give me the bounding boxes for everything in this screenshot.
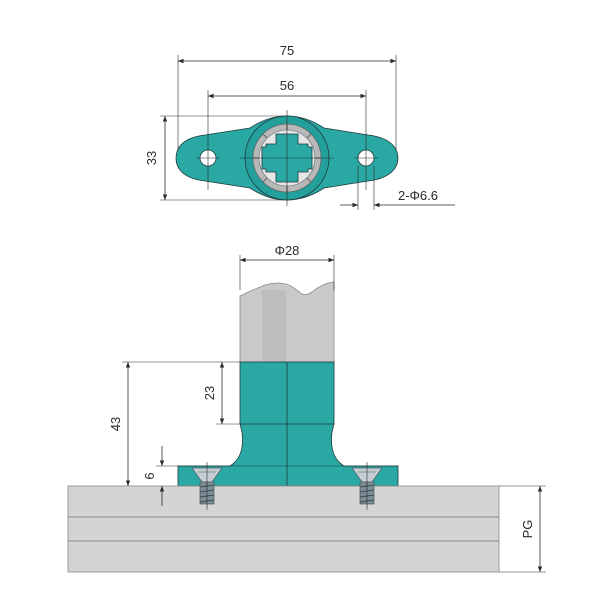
tube — [239, 281, 335, 363]
dim-overall-height: 43 — [108, 417, 123, 431]
dim-hole-spacing: 56 — [280, 78, 294, 93]
dim-flange-height: 33 — [144, 151, 159, 165]
dim-overall-width: 75 — [280, 43, 294, 58]
dim-tube-diameter: Φ28 — [275, 243, 300, 258]
dim-profile-height: PG — [520, 520, 535, 539]
side-view: Φ28 43 23 6 PG — [67, 243, 546, 573]
dim-clamp-height: 23 — [202, 386, 217, 400]
dim-hole-diameter: 2-Φ6.6 — [398, 188, 438, 203]
dim-base-thickness: 6 — [142, 472, 157, 479]
aluminum-profile — [67, 485, 500, 573]
top-view: 75 56 33 2-Φ6.6 — [144, 43, 455, 210]
